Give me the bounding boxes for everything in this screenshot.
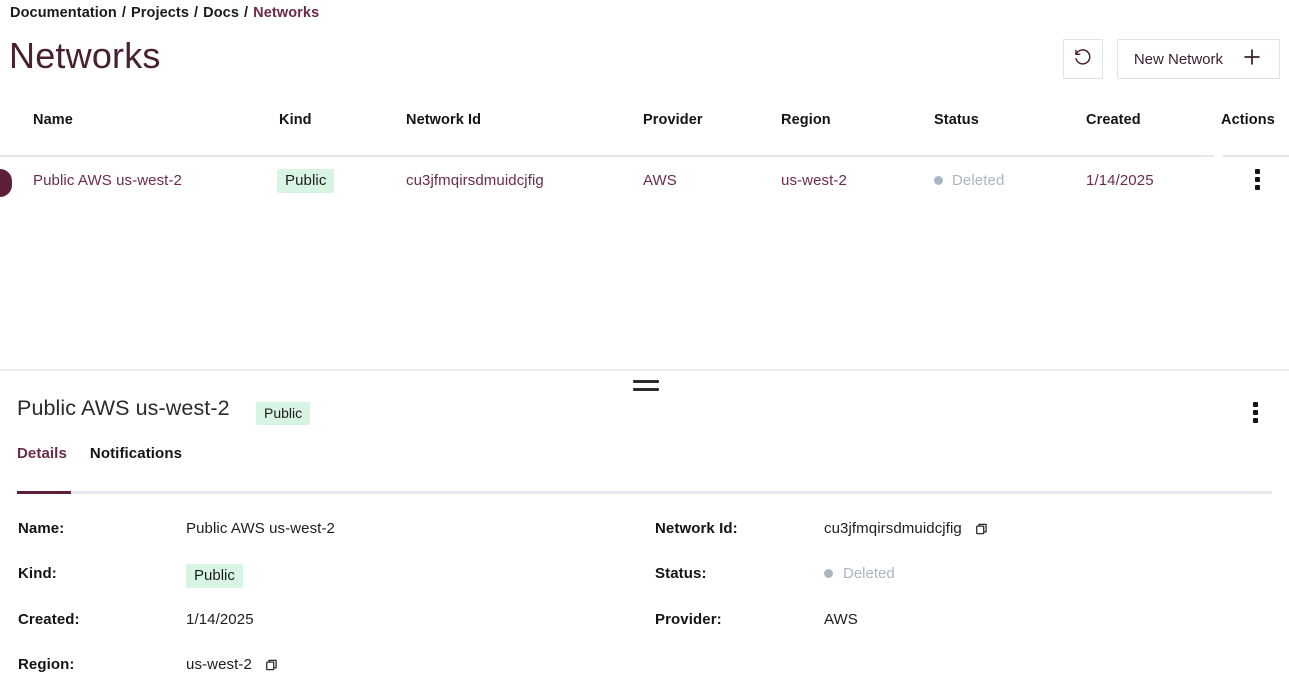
tabs-divider (17, 491, 1272, 494)
cell-status: Deleted (934, 172, 1004, 189)
field-label-network-id: Network Id: (655, 520, 738, 537)
tab-details[interactable]: Details (17, 445, 67, 462)
cell-created: 1/14/2025 (1086, 172, 1154, 189)
field-value-region: us-west-2 (186, 656, 279, 673)
breadcrumb-item-docs[interactable]: Docs (203, 5, 240, 21)
kebab-menu-icon[interactable] (1253, 402, 1258, 423)
detail-kind-badge: Public (256, 402, 311, 426)
table-header-row: Name Kind Network Id Provider Region Sta… (0, 112, 1289, 157)
status-dot-icon (934, 176, 943, 185)
row-selected-marker (0, 169, 12, 197)
new-network-button[interactable]: New Network (1116, 39, 1280, 79)
column-header-status[interactable]: Status (934, 112, 979, 128)
copy-icon[interactable] (265, 658, 279, 672)
field-label-created: Created: (18, 611, 80, 628)
new-network-label: New Network (1133, 50, 1223, 68)
column-header-kind[interactable]: Kind (279, 112, 312, 128)
field-value-name: Public AWS us-west-2 (186, 520, 335, 537)
refresh-ccw-icon (1072, 46, 1093, 72)
header-actions: New Network (1062, 39, 1280, 79)
detail-title: Public AWS us-west-2 (17, 396, 230, 420)
tab-notifications[interactable]: Notifications (89, 445, 183, 462)
field-label-status: Status: (655, 565, 707, 582)
breadcrumb: Documentation / Projects / Docs / Networ… (10, 5, 319, 21)
cell-region: us-west-2 (781, 172, 847, 189)
column-header-created[interactable]: Created (1086, 112, 1141, 128)
detail-panel: Public AWS us-west-2 Public Details Noti… (0, 390, 1289, 700)
refresh-button[interactable] (1062, 39, 1103, 79)
drag-handle-icon[interactable] (633, 380, 659, 391)
kind-badge: Public (277, 169, 335, 194)
status-badge: Deleted (952, 172, 1005, 189)
detail-kind-badge-wrap: Public (256, 402, 311, 426)
field-value-network-id: cu3jfmqirsdmuidcjfig (824, 520, 989, 537)
breadcrumb-item-documentation[interactable]: Documentation (10, 5, 117, 21)
field-label-region: Region: (18, 656, 75, 673)
cell-name: Public AWS us-west-2 (33, 172, 182, 189)
cell-kind: Public (277, 169, 335, 194)
detail-actions-menu[interactable] (1253, 402, 1258, 423)
column-header-region[interactable]: Region (781, 112, 831, 128)
field-value-created: 1/14/2025 (186, 611, 254, 628)
networks-table: Name Kind Network Id Provider Region Sta… (0, 112, 1289, 210)
breadcrumb-separator: / (194, 5, 199, 21)
table-row[interactable]: Public AWS us-west-2 Public cu3jfmqirsdm… (0, 155, 1289, 210)
cell-actions (1255, 169, 1260, 190)
table-header-divider (0, 155, 1289, 157)
page-title: Networks (9, 35, 161, 76)
column-header-provider[interactable]: Provider (643, 112, 703, 128)
detail-tabs: Details Notifications (17, 445, 182, 480)
panel-divider (0, 369, 1289, 371)
field-label-kind: Kind: (18, 565, 57, 582)
cell-provider: AWS (643, 172, 677, 189)
breadcrumb-separator: / (244, 5, 249, 21)
breadcrumb-separator: / (121, 5, 126, 21)
status-dot-icon (824, 569, 833, 578)
kebab-menu-icon[interactable] (1255, 169, 1260, 190)
column-header-actions: Actions (1221, 112, 1275, 128)
tab-active-indicator (17, 491, 71, 494)
breadcrumb-item-projects[interactable]: Projects (130, 5, 190, 21)
cell-network-id: cu3jfmqirsdmuidcjfig (406, 172, 544, 189)
column-header-name[interactable]: Name (33, 112, 73, 128)
column-header-network-id[interactable]: Network Id (406, 112, 482, 128)
field-value-provider: AWS (824, 611, 858, 628)
field-value-kind: Public (186, 564, 243, 589)
field-value-status: Deleted (824, 565, 895, 582)
copy-icon[interactable] (975, 522, 989, 536)
plus-icon (1241, 46, 1263, 72)
field-label-name: Name: (18, 520, 65, 537)
field-label-provider: Provider: (655, 611, 722, 628)
breadcrumb-item-networks[interactable]: Networks (253, 5, 320, 21)
detail-header: Public AWS us-west-2 Public (0, 390, 1289, 436)
